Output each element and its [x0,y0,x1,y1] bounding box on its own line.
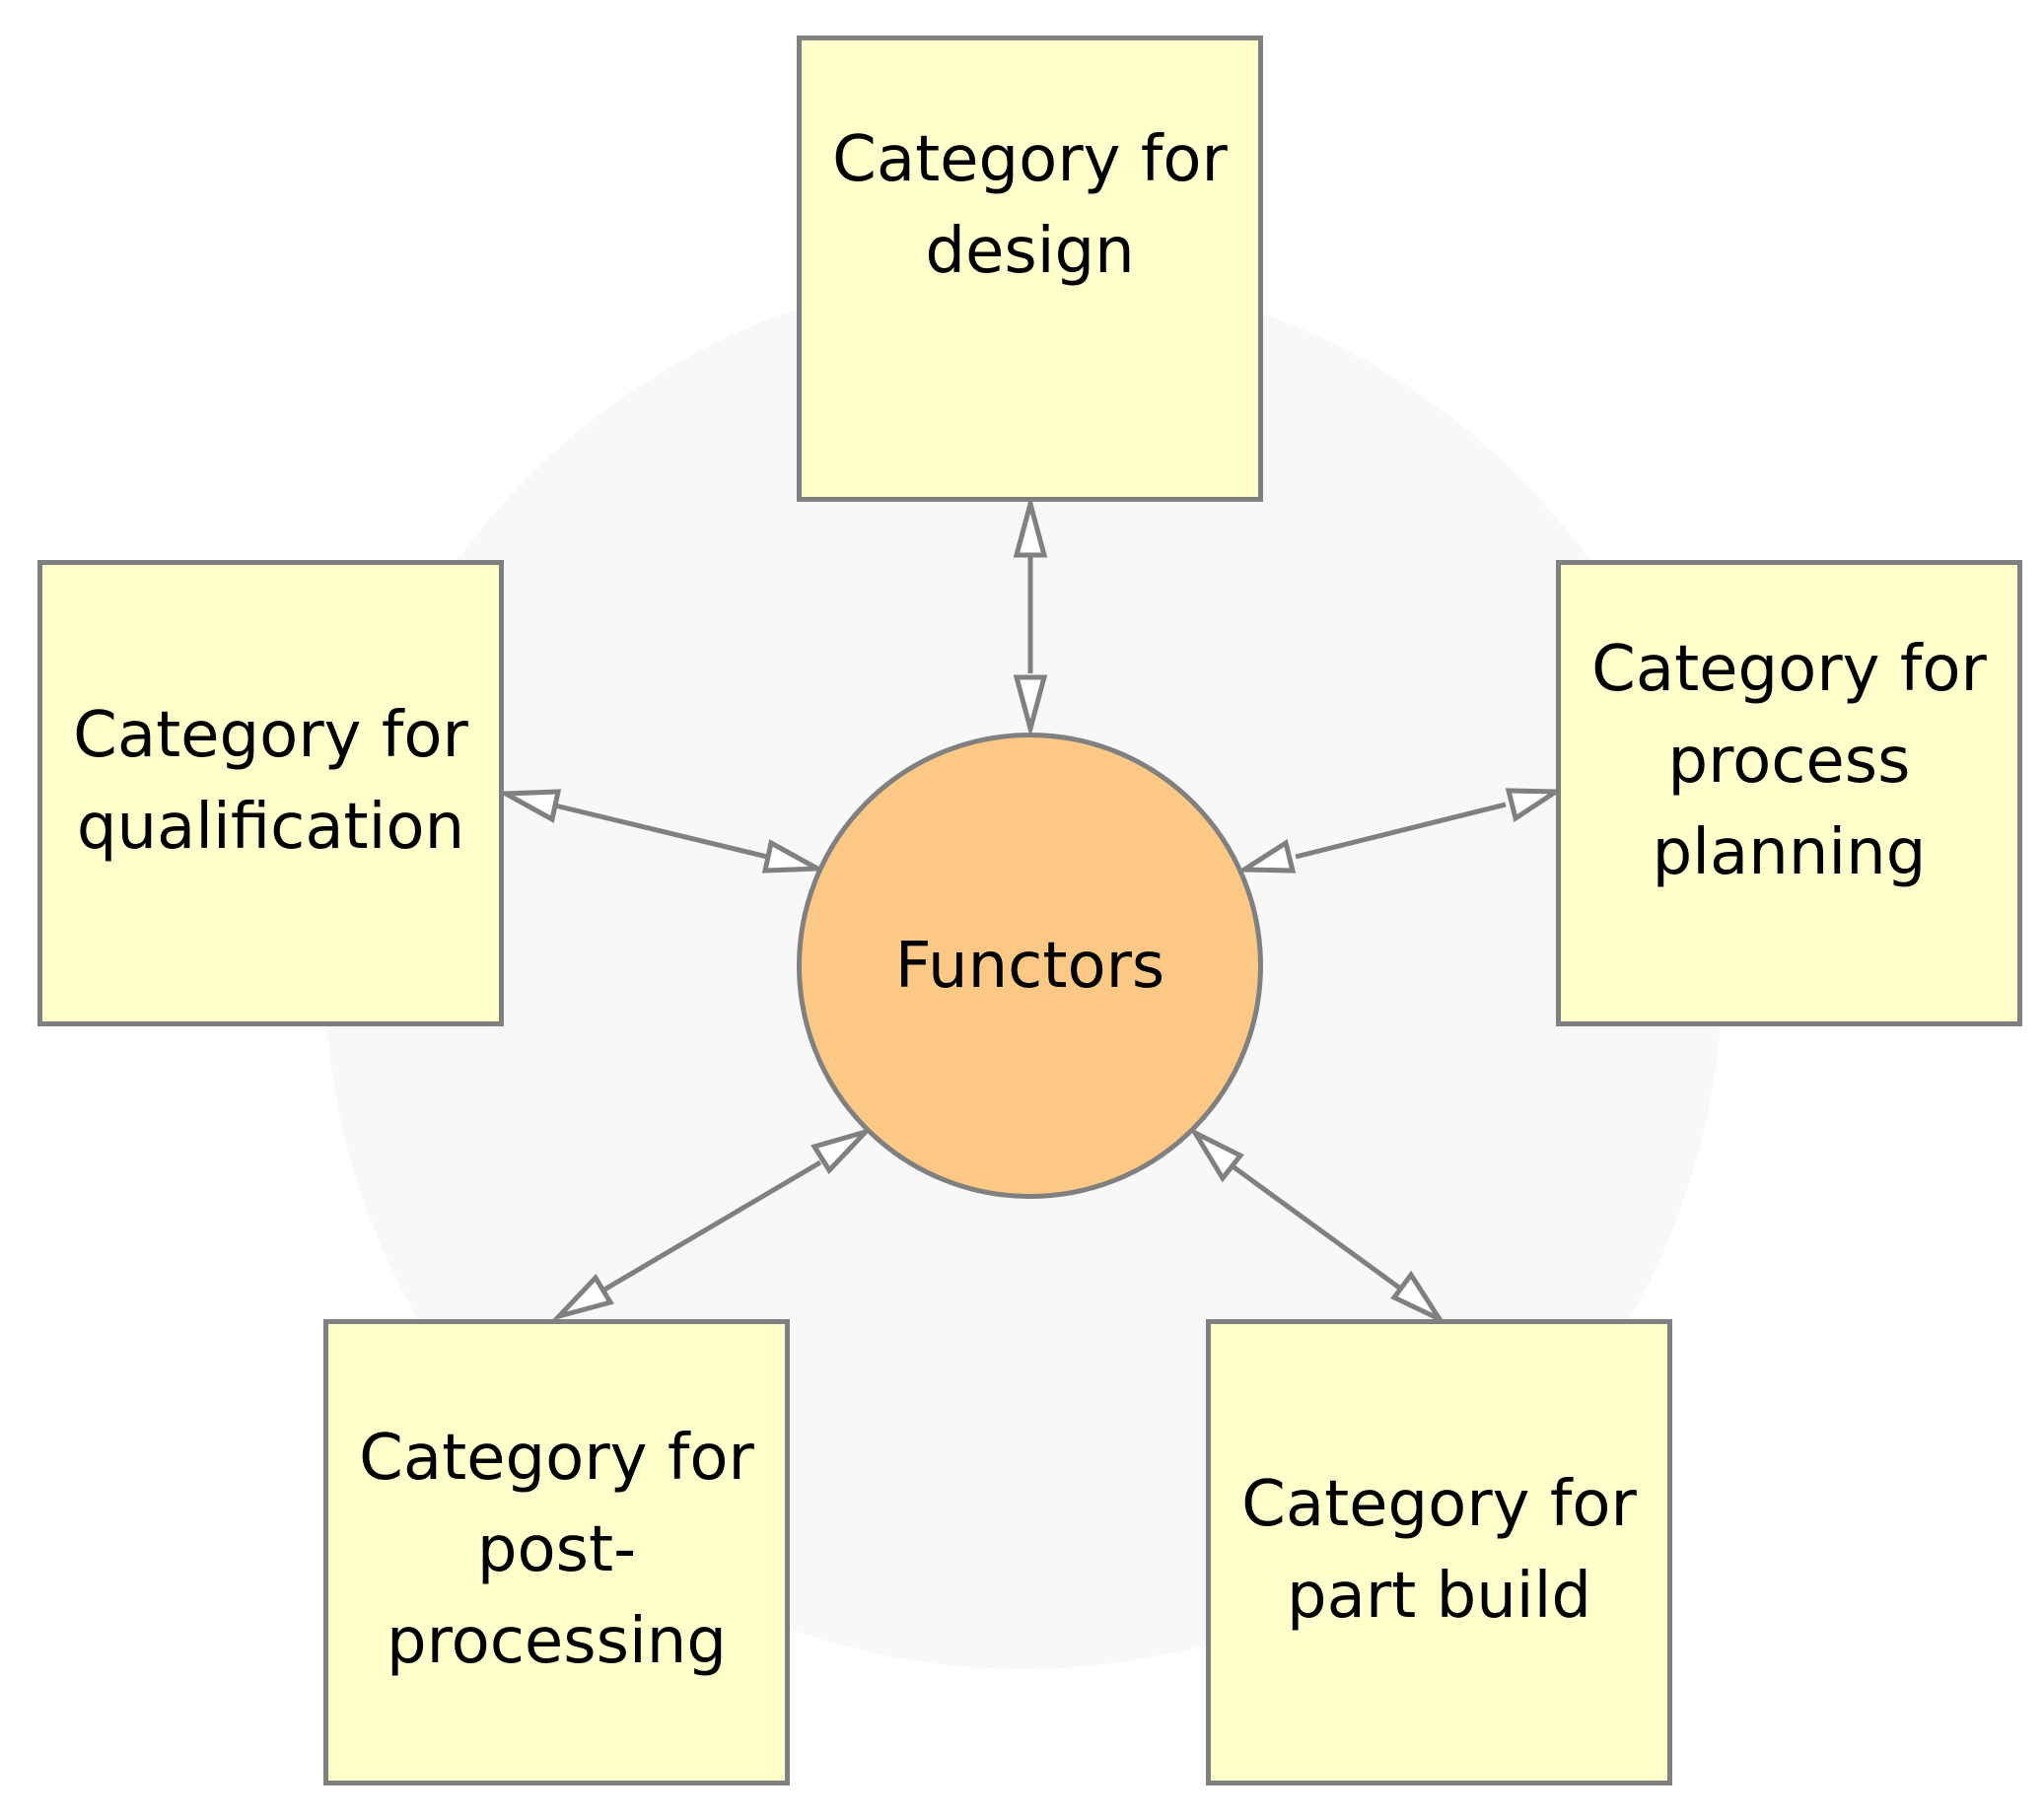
connector-post-processing [551,1127,875,1321]
connector-qualification [496,789,827,874]
category-post-processing-label: Category for post-processing [359,1422,754,1678]
category-design-label: Category for design [832,122,1228,288]
category-qualification-box: Category for qualification [37,560,504,1026]
connector-design [1013,494,1048,738]
functors-label: Functors [894,929,1165,1003]
category-qualification-label: Category for qualification [73,698,468,864]
category-part-build-box: Category for part build [1206,1319,1672,1785]
connector-part-build [1188,1126,1446,1326]
category-design-box: Category for design [797,35,1263,502]
category-part-build-label: Category for part build [1241,1467,1637,1633]
connector-process-planning [1235,788,1565,874]
functors-node: Functors [797,733,1263,1199]
category-post-processing-box: Category for post-processing [323,1319,790,1785]
category-process-planning-box: Category for process planning [1556,560,2022,1026]
category-process-planning-label: Category for process planning [1591,633,1987,889]
